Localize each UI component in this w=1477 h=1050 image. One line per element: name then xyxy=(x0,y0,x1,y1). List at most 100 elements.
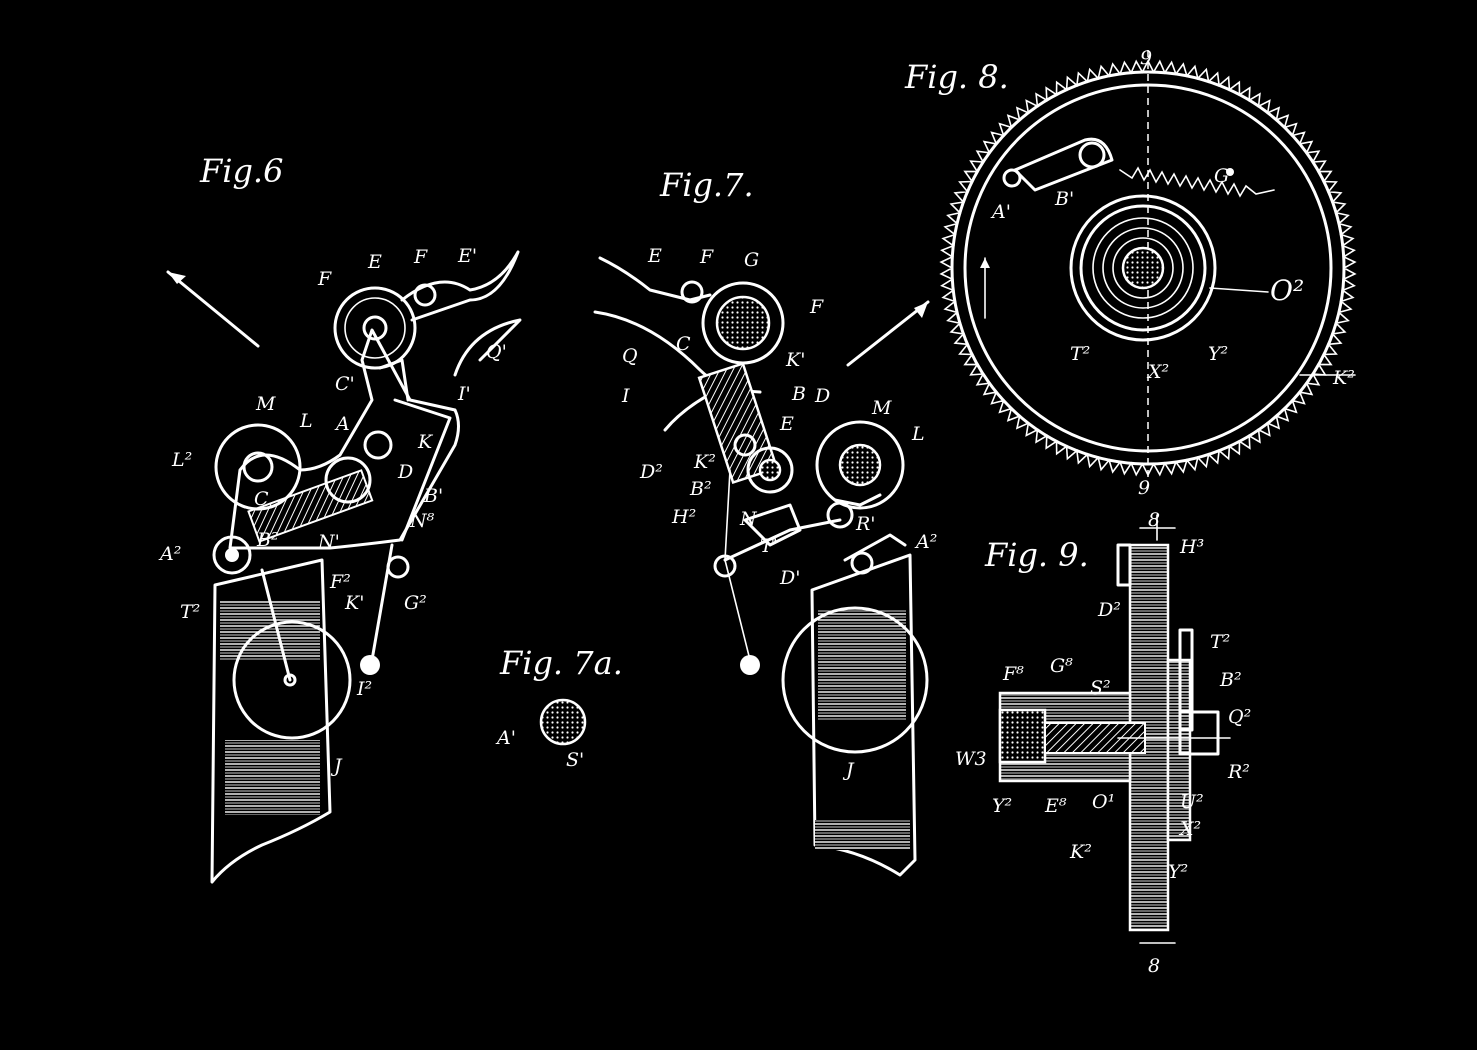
fig6-link-c xyxy=(378,358,410,402)
fig7-pivot-a2 xyxy=(850,551,874,575)
fig6-label: F xyxy=(317,268,332,290)
fig7-cam-disk xyxy=(781,606,929,754)
fig8-spring-coil-1 xyxy=(1092,217,1194,319)
fig6-label: G² xyxy=(404,592,427,614)
fig6-label: B² xyxy=(256,529,279,551)
fig7-label: D² xyxy=(639,461,663,483)
fig6-body-shade-upper xyxy=(220,600,320,660)
fig7-label: B xyxy=(791,383,806,405)
fig9-label: D² xyxy=(1097,599,1121,621)
fig8-label: G xyxy=(1214,165,1229,187)
fig7-label: K' xyxy=(785,349,805,371)
figure-7: Fig.7. E xyxy=(593,166,937,877)
fig8-spring-ring xyxy=(1079,204,1207,332)
fig6-body-shade-lower xyxy=(225,740,320,815)
fig7a-label: A' xyxy=(495,727,516,749)
fig6-label: I' xyxy=(457,383,471,405)
fig6-label: A² xyxy=(158,543,181,565)
fig6-wheel-m xyxy=(214,423,302,511)
fig7-label: Q xyxy=(622,345,638,367)
fig6-rod-end xyxy=(360,655,380,675)
fig7-label: F xyxy=(809,296,824,318)
fig7-label: E xyxy=(647,245,662,267)
fig6-pin-a xyxy=(363,430,393,460)
figure-8: Fig. 8. 9 A' B' G O² T² X² Y² K² 9 xyxy=(904,47,1357,499)
fig7-label: R' xyxy=(855,513,876,535)
fig7-label: B² xyxy=(689,478,712,500)
fig6-linkage-frame xyxy=(228,328,460,550)
fig6-label: T² xyxy=(180,601,200,623)
fig7-label: K² xyxy=(693,451,716,473)
fig7-label: G xyxy=(744,249,759,271)
fig6-label: I² xyxy=(356,678,372,700)
fig7-label: A² xyxy=(914,531,937,553)
fig7-label: J xyxy=(842,759,855,781)
fig9-nut-q xyxy=(1178,710,1220,756)
fig7-rod xyxy=(724,469,751,661)
figure-7a: Fig. 7a. A' S' xyxy=(495,644,623,771)
fig8-arbor xyxy=(1121,246,1165,290)
fig7-label: D xyxy=(814,385,830,407)
fig8-label: O² xyxy=(1270,274,1304,307)
fig6-label: C' xyxy=(335,373,355,395)
fig6-label: K xyxy=(417,431,434,453)
fig7-body-shade xyxy=(818,610,906,720)
fig9-barrel-core xyxy=(998,708,1047,764)
fig7-wheel-m-hub xyxy=(838,443,882,487)
fig6-label: N' xyxy=(317,531,340,553)
fig7a-label: S' xyxy=(566,749,584,771)
fig6-label: C xyxy=(254,488,269,510)
fig6-label: L² xyxy=(171,449,192,471)
fig9-label: X² xyxy=(1178,818,1201,840)
fig6-label: J xyxy=(330,755,343,777)
fig6-label: E xyxy=(367,251,382,273)
fig9-label: W3 xyxy=(955,748,987,770)
fig8-label: X² xyxy=(1146,361,1169,383)
fig6-spring-bar xyxy=(247,469,374,543)
fig6-plate xyxy=(393,398,452,542)
fig8-label: B' xyxy=(1054,188,1074,210)
fig9-label: F⁸ xyxy=(1002,663,1024,685)
fig8-pin-a xyxy=(1002,168,1022,188)
fig8-direction-arrow xyxy=(980,257,990,319)
fig7-wheel-m-tab xyxy=(833,493,882,507)
fig7-label: D' xyxy=(779,567,800,589)
fig7-rod-end xyxy=(740,655,760,675)
fig7-pin-f xyxy=(680,280,704,304)
fig6-label: A xyxy=(334,413,350,435)
fig7-label: H² xyxy=(671,506,696,528)
figure-6: Fig.6 F xyxy=(158,152,522,884)
fig6-roller-f-inner xyxy=(344,297,406,359)
fig7-label: I xyxy=(621,385,630,407)
fig6-pivot-g2 xyxy=(386,555,410,579)
fig7-label: T' xyxy=(760,535,778,557)
fig9-plate-t xyxy=(1178,628,1194,732)
fig9-label: 8 xyxy=(1148,955,1160,977)
fig7-label: E xyxy=(779,413,794,435)
fig6-label: K' xyxy=(344,592,364,614)
fig6-cam-disk xyxy=(232,620,352,740)
fig6-label: F² xyxy=(329,571,351,593)
fig6-label: L xyxy=(299,410,313,432)
figure-9: Fig. 9. 8 H³ D² T² B² F⁸ G⁸ S² Q² W3 R² … xyxy=(955,509,1251,977)
fig6-pin-f xyxy=(413,283,437,307)
fig8-spring-housing xyxy=(1069,194,1217,342)
fig8-spring-coil-3 xyxy=(1112,237,1174,299)
fig9-rim-top xyxy=(1116,543,1132,587)
fig6-body-j xyxy=(210,558,332,884)
fig8-pawl-pivot xyxy=(1078,141,1106,169)
fig6-lever xyxy=(260,568,292,682)
fig7-title: Fig.7. xyxy=(659,166,754,204)
fig9-label: T² xyxy=(1210,631,1230,653)
fig8-label: 9 xyxy=(1138,477,1150,499)
fig9-label: B² xyxy=(1219,669,1242,691)
fig9-label: S² xyxy=(1090,677,1111,699)
fig8-leader-o2 xyxy=(1209,287,1269,293)
fig6-wheel-m-hub xyxy=(242,451,274,483)
fig7-pin-r xyxy=(826,501,854,529)
fig7a-section xyxy=(539,698,587,746)
fig8-label: K² xyxy=(1332,367,1355,389)
fig6-arrow xyxy=(166,270,260,348)
fig9-label: U² xyxy=(1180,791,1204,813)
